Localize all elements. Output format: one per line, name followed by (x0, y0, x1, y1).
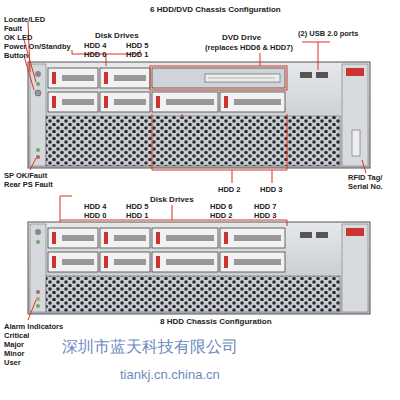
drive-label: HDD 7 (254, 203, 277, 211)
port-label: (2) USB 2.0 ports (298, 30, 358, 38)
drive-label: HDD 4 (84, 203, 107, 211)
alarm-label: User (4, 359, 21, 367)
led-label: SP OK/Fault (4, 172, 47, 180)
drive-label: HDD 1 (126, 212, 149, 220)
drive-label: HDD 1 (126, 51, 149, 59)
led-label: Locate/LED (4, 16, 45, 24)
chassis-8hdd (28, 222, 370, 314)
part-label: Disk Drives (150, 196, 194, 205)
tag-label: RFID Tag/ (348, 174, 382, 182)
drive-label: HDD 5 (126, 42, 149, 50)
button-label: Button (4, 52, 28, 60)
alarm-label: Major (4, 341, 24, 349)
drive-label: HDD 4 (84, 42, 107, 50)
chassis-6hdd (28, 62, 370, 168)
drive-label: HDD 2 (210, 212, 233, 220)
drive-label: HDD 3 (254, 212, 277, 220)
led-label: OK LED (4, 34, 32, 42)
drive-label: HDD 0 (84, 212, 107, 220)
button-label: Power On/Standby (4, 43, 71, 51)
watermark: 深圳市蓝天科技有限公司 (62, 338, 238, 356)
led-label: Rear PS Fault (4, 181, 53, 189)
part-label: Disk Drives (95, 32, 139, 41)
drive-label: HDD 3 (260, 186, 283, 194)
drive-label: HDD 2 (218, 186, 241, 194)
chassis-title: 6 HDD/DVD Chassis Configuration (150, 6, 281, 15)
alarm-label: Alarm Indicators (4, 323, 63, 331)
led-label: Fault (4, 25, 22, 33)
alarm-label: Minor (4, 350, 24, 358)
watermark: tiankj.cn.china.cn (120, 368, 220, 382)
leader-lines (24, 22, 366, 320)
part-label: DVD Drive (222, 34, 261, 43)
drive-label: HDD 6 (210, 203, 233, 211)
tag-label: Serial No. (348, 183, 383, 191)
part-note: (replaces HDD6 & HDD7) (205, 44, 293, 52)
drive-label: HDD 0 (84, 51, 107, 59)
drive-label: HDD 5 (126, 203, 149, 211)
alarm-label: Critical (4, 332, 29, 340)
chassis-title: 8 HDD Chassis Configuration (160, 318, 272, 327)
